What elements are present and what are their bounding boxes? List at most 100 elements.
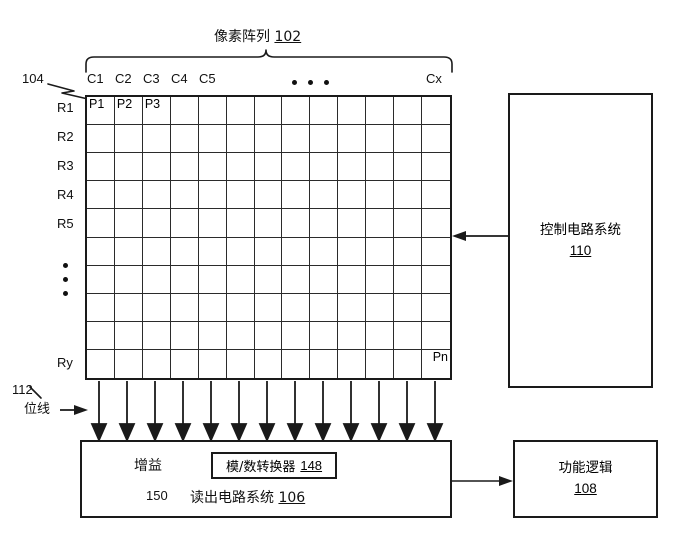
pixel-cell[interactable] (338, 321, 367, 350)
pixel-cell[interactable] (366, 97, 395, 126)
pixel-cell[interactable] (254, 181, 283, 210)
pixel-cell[interactable] (170, 125, 199, 154)
pixel-cell[interactable] (114, 181, 143, 210)
pixel-cell[interactable]: P1 (87, 97, 115, 126)
pixel-cell[interactable] (254, 97, 283, 126)
pixel-cell[interactable] (142, 293, 171, 322)
pixel-cell[interactable] (254, 321, 283, 350)
pixel-cell[interactable] (282, 321, 311, 350)
pixel-cell[interactable] (422, 153, 450, 182)
pixel-cell[interactable] (198, 265, 227, 294)
pixel-cell[interactable] (366, 321, 395, 350)
pixel-array-grid[interactable]: P1 P2 P3 Pn (85, 95, 452, 380)
pixel-cell[interactable] (394, 125, 423, 154)
pixel-cell[interactable]: Pn (422, 349, 450, 378)
pixel-cell[interactable] (198, 321, 227, 350)
pixel-cell[interactable] (394, 265, 423, 294)
pixel-cell[interactable] (310, 237, 339, 266)
pixel-cell[interactable] (394, 153, 423, 182)
pixel-cell[interactable] (87, 181, 115, 210)
pixel-cell[interactable] (142, 321, 171, 350)
pixel-cell[interactable] (254, 125, 283, 154)
pixel-cell[interactable] (198, 153, 227, 182)
pixel-cell[interactable] (394, 181, 423, 210)
pixel-cell[interactable] (114, 237, 143, 266)
pixel-cell[interactable] (226, 181, 255, 210)
pixel-cell[interactable] (310, 349, 339, 378)
pixel-cell[interactable] (310, 97, 339, 126)
pixel-cell[interactable] (87, 265, 115, 294)
pixel-cell[interactable] (338, 209, 367, 238)
pixel-cell[interactable] (394, 321, 423, 350)
pixel-cell[interactable] (170, 293, 199, 322)
pixel-cell[interactable] (87, 237, 115, 266)
pixel-cell[interactable] (310, 125, 339, 154)
pixel-cell[interactable] (142, 153, 171, 182)
pixel-cell[interactable] (170, 153, 199, 182)
pixel-cell[interactable] (338, 153, 367, 182)
pixel-cell[interactable] (338, 125, 367, 154)
pixel-cell[interactable] (114, 293, 143, 322)
pixel-cell[interactable] (198, 97, 227, 126)
pixel-cell[interactable] (422, 209, 450, 238)
pixel-cell[interactable] (394, 293, 423, 322)
pixel-cell[interactable] (394, 349, 423, 378)
pixel-cell[interactable] (226, 153, 255, 182)
pixel-cell[interactable] (142, 125, 171, 154)
pixel-cell[interactable] (282, 349, 311, 378)
pixel-cell[interactable] (170, 181, 199, 210)
pixel-cell[interactable] (366, 237, 395, 266)
pixel-cell[interactable] (394, 237, 423, 266)
pixel-cell[interactable] (114, 321, 143, 350)
pixel-cell[interactable] (142, 349, 171, 378)
pixel-cell[interactable] (422, 293, 450, 322)
pixel-cell[interactable] (310, 293, 339, 322)
pixel-cell[interactable] (366, 181, 395, 210)
pixel-cell[interactable] (254, 349, 283, 378)
pixel-cell[interactable] (226, 97, 255, 126)
pixel-cell[interactable] (254, 209, 283, 238)
pixel-cell[interactable] (226, 265, 255, 294)
pixel-cell[interactable] (282, 181, 311, 210)
pixel-cell[interactable] (282, 293, 311, 322)
adc-block[interactable]: 模/数转换器 148 (211, 452, 337, 479)
pixel-cell[interactable] (226, 321, 255, 350)
pixel-cell[interactable] (114, 125, 143, 154)
pixel-cell[interactable] (198, 209, 227, 238)
pixel-cell[interactable] (254, 237, 283, 266)
pixel-cell[interactable] (142, 237, 171, 266)
pixel-cell[interactable] (87, 209, 115, 238)
pixel-cell[interactable] (310, 153, 339, 182)
pixel-cell[interactable] (87, 321, 115, 350)
pixel-cell[interactable] (254, 293, 283, 322)
pixel-cell[interactable] (170, 97, 199, 126)
pixel-cell[interactable]: P2 (114, 97, 143, 126)
pixel-cell[interactable] (366, 349, 395, 378)
pixel-cell[interactable] (366, 153, 395, 182)
pixel-cell[interactable] (394, 97, 423, 126)
pixel-cell[interactable] (142, 181, 171, 210)
pixel-cell[interactable] (198, 293, 227, 322)
pixel-cell[interactable] (310, 209, 339, 238)
pixel-cell[interactable] (422, 265, 450, 294)
pixel-cell[interactable] (142, 209, 171, 238)
pixel-cell[interactable] (170, 209, 199, 238)
pixel-cell[interactable] (366, 293, 395, 322)
pixel-cell[interactable] (338, 293, 367, 322)
pixel-cell[interactable] (310, 181, 339, 210)
pixel-cell[interactable] (114, 209, 143, 238)
pixel-cell[interactable] (114, 153, 143, 182)
pixel-cell[interactable] (338, 265, 367, 294)
pixel-cell[interactable] (422, 181, 450, 210)
pixel-cell[interactable] (87, 125, 115, 154)
control-circuitry-block[interactable]: 控制电路系统 110 (508, 93, 653, 388)
pixel-cell[interactable] (114, 265, 143, 294)
pixel-cell[interactable] (366, 265, 395, 294)
pixel-cell[interactable] (422, 97, 450, 126)
pixel-cell[interactable] (170, 321, 199, 350)
pixel-cell[interactable] (338, 237, 367, 266)
pixel-cell[interactable] (226, 293, 255, 322)
pixel-cell[interactable] (170, 349, 199, 378)
pixel-cell[interactable] (198, 349, 227, 378)
pixel-cell[interactable] (254, 153, 283, 182)
